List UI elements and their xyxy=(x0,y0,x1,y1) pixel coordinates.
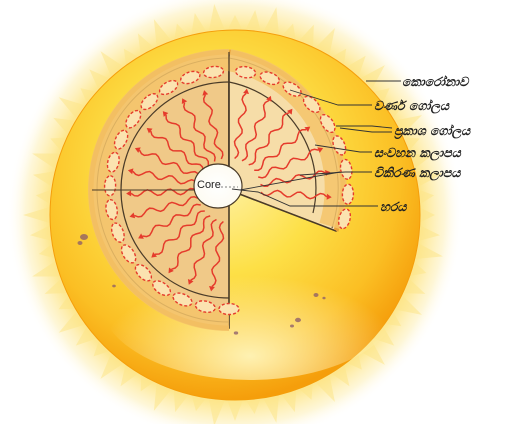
label-radiation-zone: විකිරණ කලාපය xyxy=(374,165,461,181)
core-text-label: Core xyxy=(197,179,221,191)
label-photosphere: ප්‍රකාශ ගෝලය xyxy=(393,123,471,140)
label-convection-zone: සංවහන කලාපය xyxy=(374,145,462,161)
label-corona: කොරෝනාව xyxy=(402,74,470,89)
label-core: හරය xyxy=(380,199,407,214)
convection-cell xyxy=(219,304,239,315)
label-chromosphere: වර්ණ ගෝලය xyxy=(374,98,450,114)
